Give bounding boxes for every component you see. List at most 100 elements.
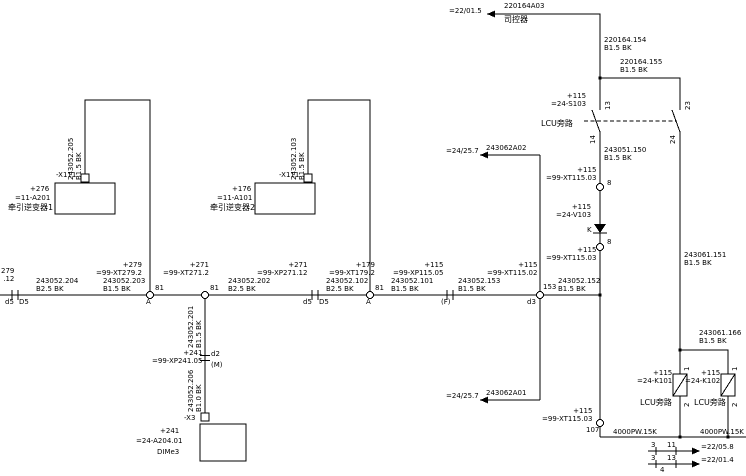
relay-k102-designation: +115 =24-K102 <box>685 369 721 386</box>
terminal-xt179-2-pin-a: A <box>366 298 371 306</box>
terminal-xt115-03-bottom-pin: 107 <box>586 426 600 434</box>
s103-pin-13: 13 <box>604 101 612 110</box>
edge-pin-d5: d5 <box>5 298 14 306</box>
contact-ref-1-target: =22/05.8 <box>701 443 734 451</box>
offpage-arrow-right-1 <box>692 447 700 455</box>
diode-v103-triangle <box>594 224 606 233</box>
junction-dot <box>726 435 730 439</box>
terminal-xt179-2-pin: 81 <box>375 284 384 292</box>
inverter2-designation: =11-A101 <box>217 194 253 202</box>
terminal-xt279-2-pin-a: A <box>146 298 151 306</box>
terminal-xt115-02: +115 =99-XT115.02 <box>487 261 538 278</box>
contact-ref-2-pin-c: 4 <box>660 466 665 474</box>
connector-xp241-05-pin-d2: d2 <box>211 350 220 358</box>
terminal-xt115-03-mid-pin: 8 <box>607 238 612 246</box>
inverter1-x111-pin <box>80 173 90 183</box>
dime3-connector-x3: -X3 <box>184 414 196 422</box>
offpage-ref-243062a01: =24/25.7 <box>446 392 479 400</box>
inverter2-x111-pin <box>303 173 313 183</box>
relay-k102-coil-diagonal <box>720 373 736 397</box>
wire-243052-152: 243052.152 B1.5 BK <box>558 277 601 294</box>
connector-xp115-05: +115 =99-XP115.05 <box>393 261 444 278</box>
bottom-rail-4000pw <box>600 435 746 439</box>
wire-243052-204: 243052.204 B2.5 BK <box>36 277 79 294</box>
inverter1-connector-x111: -X111 <box>56 171 77 179</box>
terminal-xt271-2: +271 =99-XT271.2 <box>163 261 209 278</box>
terminal-xt271-2-circle <box>201 291 209 299</box>
relay-k101-coil-diagonal <box>672 373 688 397</box>
terminal-xt115-03-bottom-circle <box>596 419 604 427</box>
edge-pin-d5-cap: D5 <box>19 298 29 306</box>
dime3-x3-pin <box>200 412 210 422</box>
offpage-arrow-left-a01 <box>480 396 488 404</box>
wire-243052-103: 243052.103 B1.5 BK <box>290 137 307 180</box>
connector-xp271-12-pin-d5: d5 <box>303 298 312 306</box>
terminal-xt179-2: +179 =99-XT179.2 <box>329 261 375 278</box>
inverter2-name-cn: 牵引逆变器2 <box>210 203 256 212</box>
terminal-xt279-2-circle <box>146 291 154 299</box>
dime3-location: +241 <box>160 427 180 435</box>
inverter2-location: +176 <box>232 185 252 193</box>
terminal-xt279-2-pin: 81 <box>155 284 164 292</box>
wire-243052-102: 243052.102 B2.5 BK <box>326 277 369 294</box>
edge-wire-ref: 279 .12 <box>1 267 15 284</box>
terminal-xt115-03-mid-circle <box>596 243 604 251</box>
inverter1-box <box>54 182 116 215</box>
wire-220164a03: 220164A03 <box>504 2 545 10</box>
wire-243052-206: 243052.206 B1.0 BK <box>187 369 204 412</box>
terminal-circles <box>146 183 604 427</box>
inverter2-branch <box>254 99 371 295</box>
s103-function-cn: LCU旁路 <box>541 119 573 128</box>
relay-k101-pin-2: 2 <box>683 402 691 407</box>
terminal-xt279-2: +279 =99-XT279.2 <box>96 261 142 278</box>
inverter1-designation: =11-A201 <box>15 194 51 202</box>
connector-xp241-05: +241 =99-XP241.05 <box>152 349 203 366</box>
wire-4000pw-15k-right: 4000PW.15K <box>700 428 744 436</box>
relay-branch <box>672 348 736 437</box>
wire-220164-155: 220164.155 B1.5 BK <box>620 58 663 75</box>
relay-k102-function-cn: LCU旁路 <box>694 398 726 407</box>
wire-243052-201: 243052.201 B1.5 BK <box>187 305 204 348</box>
terminal-xt271-2-pin: 81 <box>210 284 219 292</box>
diode-v103-branch <box>593 190 607 437</box>
terminal-xt115-03-bottom: +115 =99-XT115.03 <box>542 407 593 424</box>
wire-243052-153: 243052.153 B1.5 BK <box>458 277 501 294</box>
s103-pin-24: 24 <box>669 135 677 144</box>
diode-v103-cathode-mark: K <box>587 226 592 234</box>
connector-xp241-05-gender: (M) <box>211 361 223 369</box>
inverter2-box <box>254 182 316 215</box>
terminal-xt115-03-mid: +115 =99-XT115.03 <box>546 246 597 263</box>
contact-ref-1-pin-b: 11 <box>667 441 676 449</box>
offpage-arrow-right-2 <box>692 460 700 468</box>
relay-k101-designation: +115 =24-K101 <box>637 369 673 386</box>
terminal-xt115-03-upper: +115 =99-XT115.03 <box>546 166 597 183</box>
terminal-xt115-03-upper-pin: 8 <box>607 179 612 187</box>
relay-k102-pin-2: 2 <box>731 402 739 407</box>
terminal-xt115-02-circle <box>536 291 544 299</box>
wire-243052-205: 243052.205 B1.5 BK <box>67 137 84 180</box>
wire-243062a02: 243062A02 <box>486 144 527 152</box>
relay-k102-pin-1: 1 <box>731 366 739 371</box>
wire-4000pw-15k-left: 4000PW.15K <box>613 428 657 436</box>
inverter1-branch <box>54 99 151 295</box>
s103-blade-13-14 <box>591 109 601 133</box>
switch-s103-symbol <box>584 109 681 374</box>
wire-243061-151: 243061.151 B1.5 BK <box>684 251 727 268</box>
master-controller-cn: 司控器 <box>504 15 528 24</box>
wire-220164-154: 220164.154 B1.5 BK <box>604 36 647 53</box>
terminal-xt115-02-pin: 153 <box>543 283 557 291</box>
main-bus-wire <box>0 290 600 300</box>
wire-243052-101: 243052.101 B1.5 BK <box>391 277 434 294</box>
junction-dot <box>678 435 682 439</box>
offpage-ref-source: =22/01.5 <box>449 7 482 15</box>
diode-v103-designation: +115 =24-V103 <box>556 203 592 220</box>
offpage-arrow-left-a02 <box>480 151 488 159</box>
dime3-box <box>199 423 247 462</box>
contact-ref-1-pin-a: 3 <box>651 441 656 449</box>
contact-ref-2-pin-a: 3 <box>651 454 656 462</box>
connector-xp115-05-gender: (F) <box>441 298 451 306</box>
wire-243062a01: 243062A01 <box>486 389 527 397</box>
terminal-xt115-03-upper-circle <box>596 183 604 191</box>
